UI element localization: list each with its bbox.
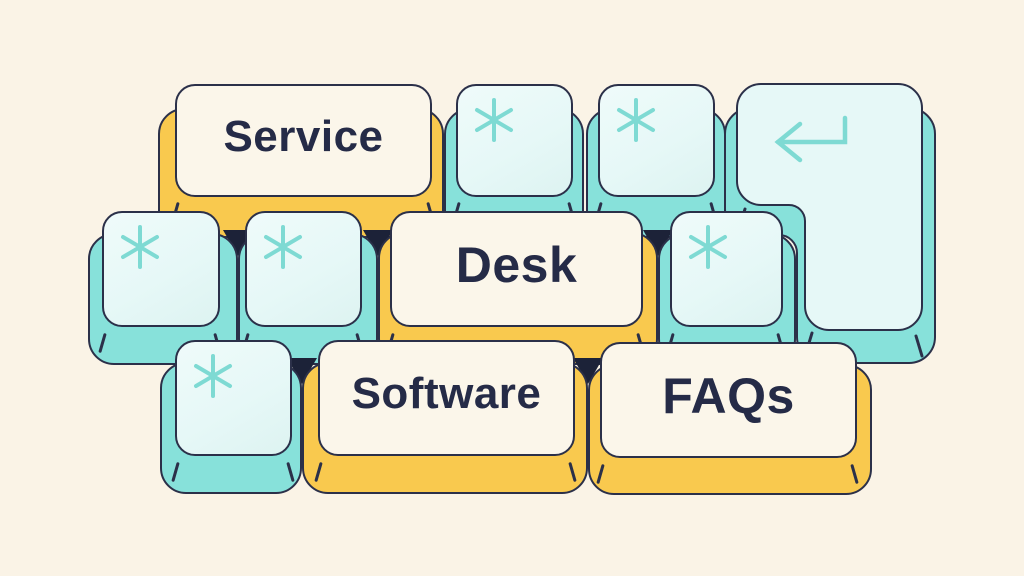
- asterisk-icon: [617, 98, 655, 142]
- key-asterisk-mid-3: [670, 211, 783, 327]
- asterisk-icon: [475, 98, 513, 142]
- key-asterisk-bottom-1: [175, 340, 292, 456]
- key-faqs-label: FAQs: [662, 368, 795, 424]
- key-enter: [724, 83, 936, 364]
- key-asterisk-top-2: [598, 84, 715, 197]
- key-asterisk-mid-1: [102, 211, 220, 327]
- key-service: Service: [175, 84, 432, 197]
- key-desk: Desk: [390, 211, 643, 327]
- asterisk-icon: [264, 225, 302, 269]
- asterisk-icon: [194, 354, 232, 398]
- enter-icon: [774, 115, 848, 163]
- key-asterisk-top-1: [456, 84, 573, 197]
- key-software-label: Software: [351, 369, 542, 418]
- key-desk-label: Desk: [455, 237, 578, 293]
- asterisk-icon: [121, 225, 159, 269]
- key-asterisk-mid-2: [245, 211, 362, 327]
- key-faqs: FAQs: [600, 342, 857, 458]
- key-software: Software: [318, 340, 575, 456]
- asterisk-icon: [689, 225, 727, 269]
- key-service-label: Service: [223, 111, 384, 161]
